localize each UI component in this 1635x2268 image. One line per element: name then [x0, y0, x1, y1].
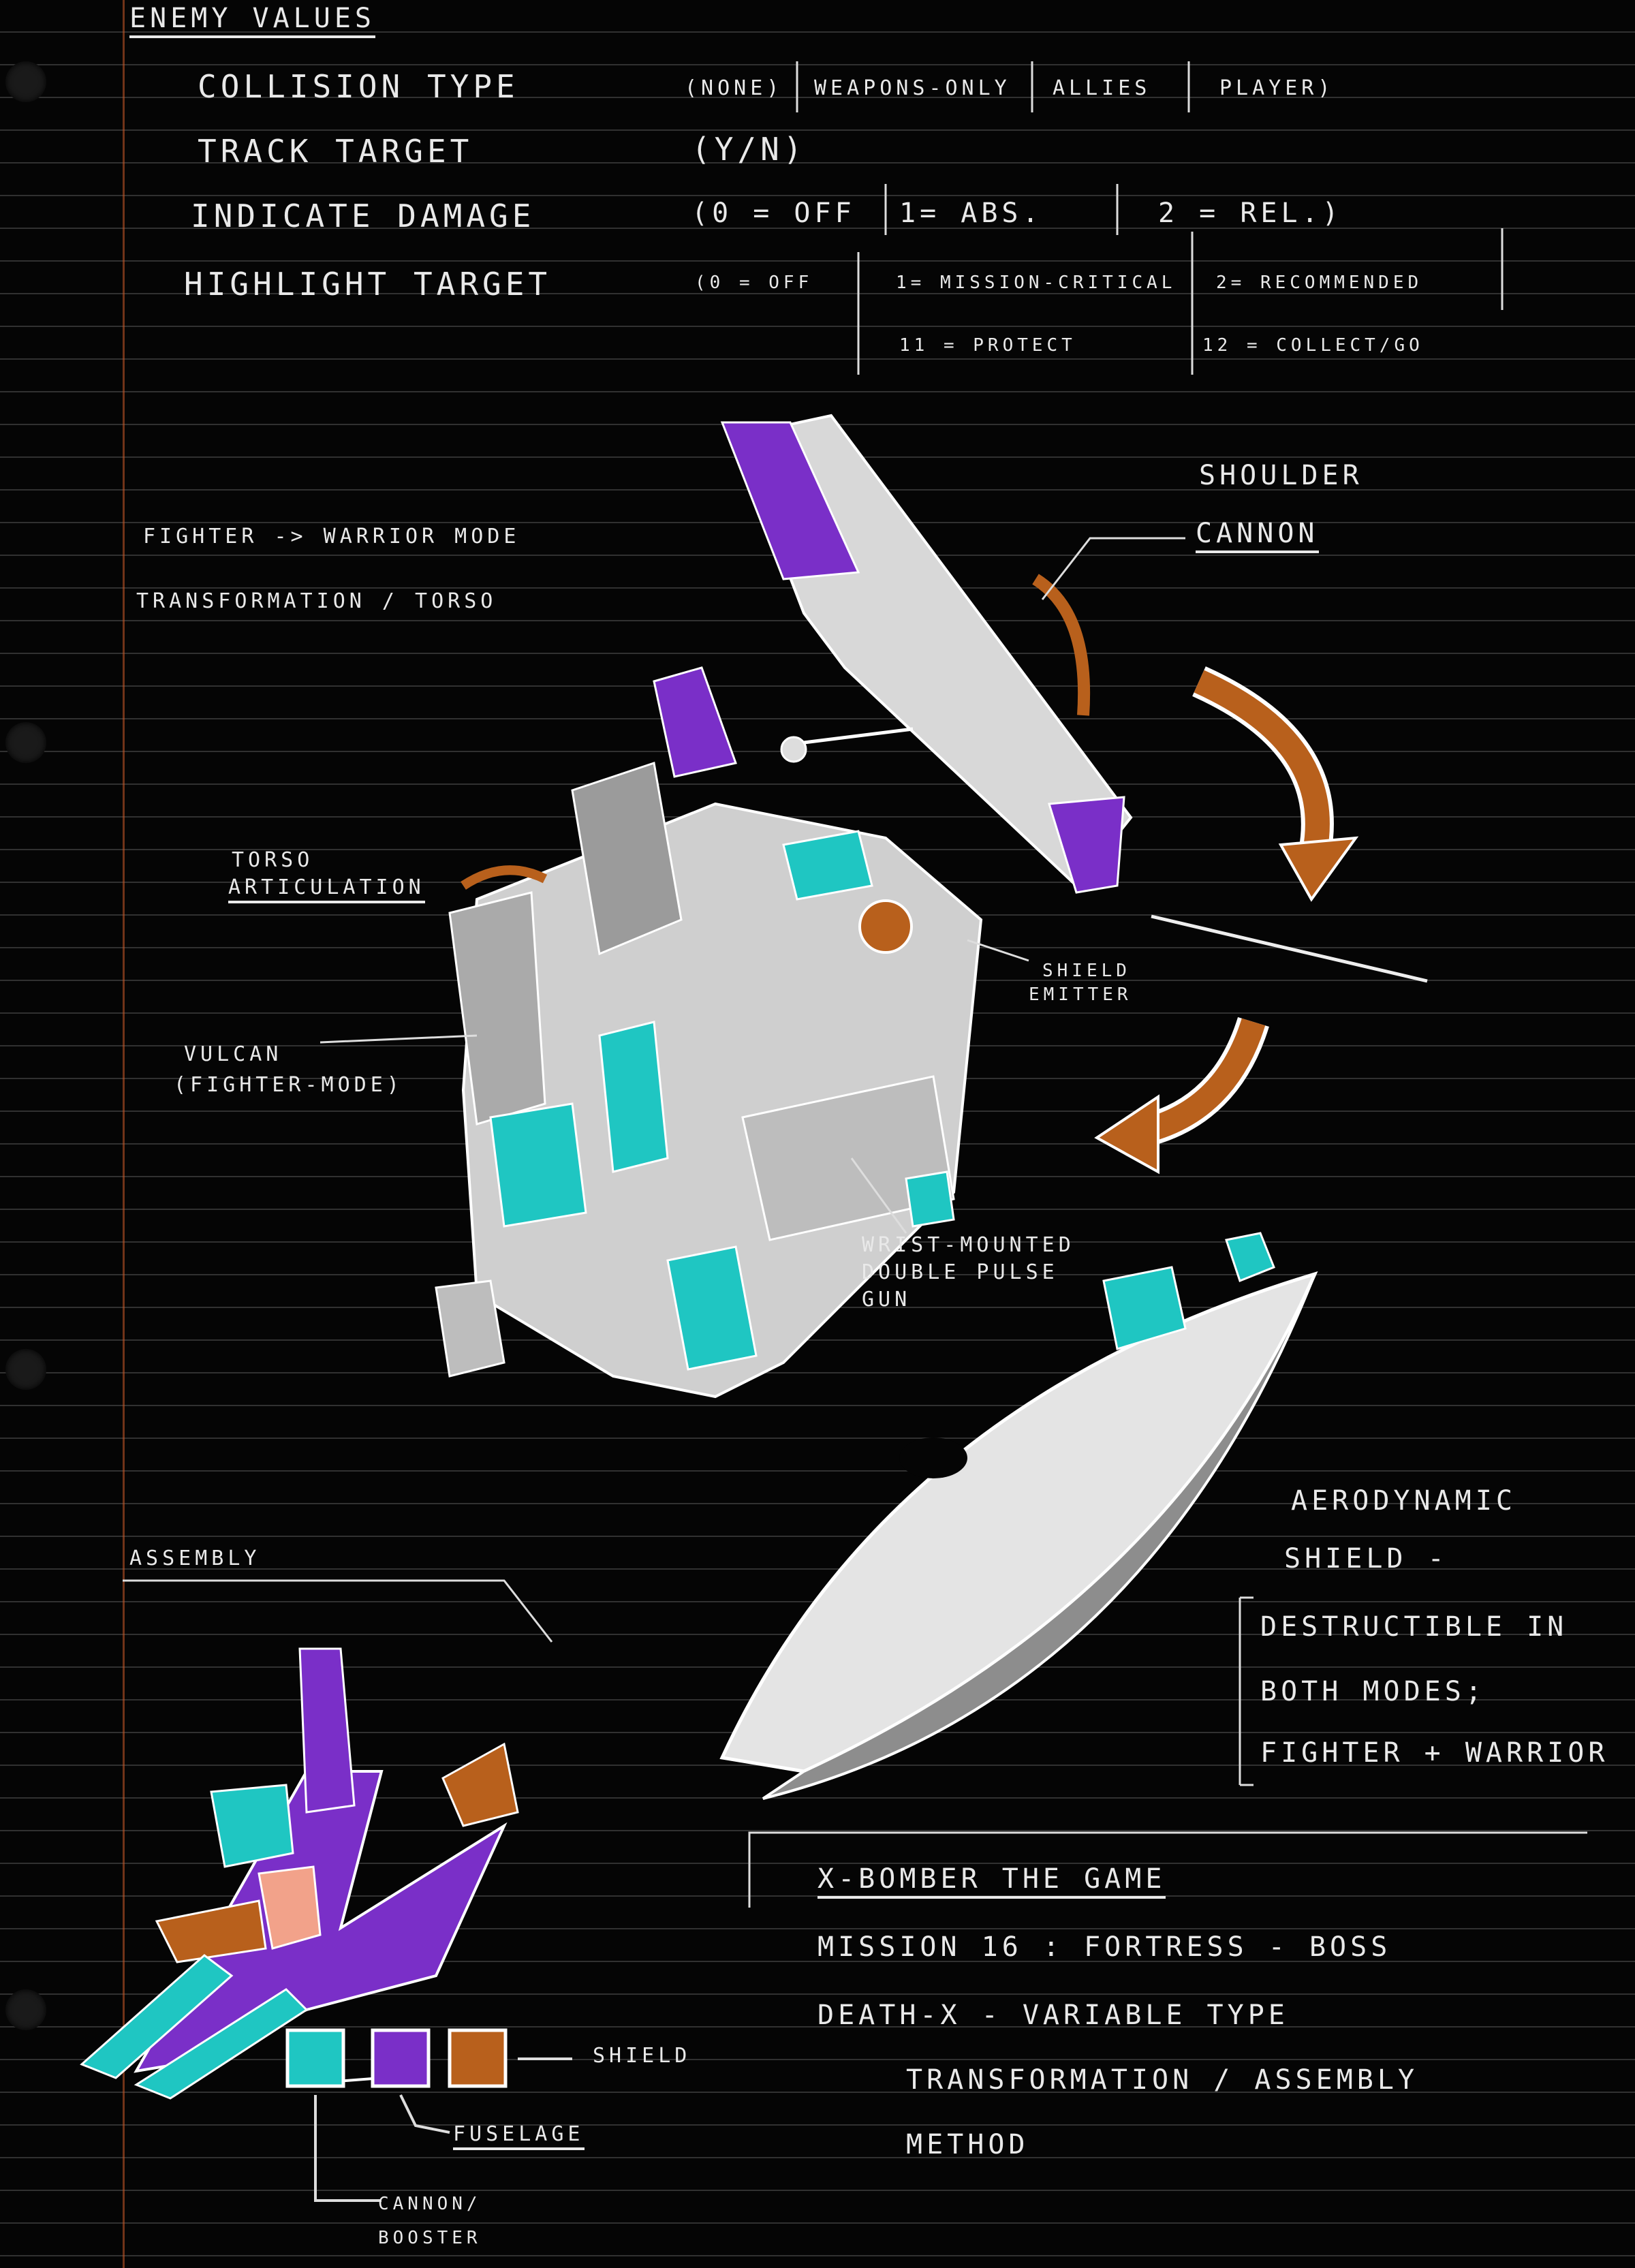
title-block-title: X-BOMBER THE GAME — [818, 1863, 1166, 1899]
assembly-label: ASSEMBLY — [129, 1547, 261, 1570]
title-block-line4: METHOD — [906, 2129, 1029, 2160]
transform-arrow-lower — [1094, 1016, 1269, 1175]
legend-swatch-shield — [285, 2028, 345, 2088]
warrior-mode-robot-drawing — [435, 666, 983, 1399]
highlight-option-mission-critical: 1= MISSION-CRITICAL — [896, 273, 1177, 293]
cannon-label-line2: CANNON — [1196, 518, 1319, 553]
damage-option-off: (0 = OFF — [691, 198, 856, 229]
vulcan-mode-label: (FIGHTER-MODE) — [174, 1073, 403, 1097]
highlight-target-label: HIGHLIGHT TARGET — [184, 266, 552, 302]
collision-option-none: (NONE) — [685, 76, 783, 100]
torso-label: TORSO — [232, 848, 314, 872]
binder-hole — [5, 1349, 46, 1390]
shield-emitter-label-line2: EMITTER — [1029, 984, 1132, 1005]
enemy-values-heading: ENEMY VALUES — [129, 3, 375, 38]
wrist-gun-label-line3: GUN — [862, 1288, 912, 1311]
aero-shield-label-line3: DESTRUCTIBLE IN — [1260, 1611, 1568, 1643]
damage-option-abs: 1= ABS. — [899, 198, 1043, 229]
shield-emitter-label-line1: SHIELD — [1042, 961, 1131, 981]
articulation-label: ARTICULATION — [228, 875, 425, 903]
legend-swatch-fuselage — [371, 2028, 431, 2088]
wrist-gun-label-line2: DOUBLE PULSE — [862, 1260, 1059, 1284]
transform-arrow-upper — [1192, 666, 1359, 902]
title-block-line1: MISSION 16 : FORTRESS - BOSS — [818, 1931, 1392, 1963]
binder-hole — [5, 722, 46, 763]
track-target-option: (Y/N) — [691, 131, 807, 168]
aero-shield-label-line4: BOTH MODES; — [1260, 1676, 1486, 1707]
legend-label-cannon-booster: CANNON/ BOOSTER — [378, 2194, 482, 2248]
wrist-gun-label-line1: WRIST-MOUNTED — [862, 1233, 1075, 1257]
damage-option-rel: 2 = REL.) — [1158, 198, 1343, 229]
track-target-label: TRACK TARGET — [198, 133, 473, 170]
aero-shield-label-line2: SHIELD - — [1284, 1543, 1448, 1574]
leader-lines — [123, 537, 1587, 1908]
legend-label-fuselage: FUSELAGE — [453, 2122, 585, 2150]
divider-stroke — [1151, 914, 1428, 983]
collision-type-label: COLLISION TYPE — [198, 68, 519, 105]
table-dividers — [796, 61, 1504, 375]
shoulder-cannon-drawing — [720, 414, 1133, 894]
margin-line — [123, 0, 125, 2268]
title-block-line2: DEATH-X - VARIABLE TYPE — [818, 2000, 1289, 2031]
highlight-option-protect: 11 = PROTECT — [899, 335, 1076, 356]
aero-shield-label-line5: FIGHTER + WARRIOR — [1260, 1737, 1609, 1769]
indicate-damage-label: INDICATE DAMAGE — [191, 198, 535, 234]
color-legend — [285, 2028, 572, 2202]
collision-option-weapons: WEAPONS-ONLY — [814, 76, 1011, 100]
binder-hole — [5, 61, 46, 102]
collision-option-player: PLAYER) — [1219, 76, 1335, 100]
transformation-title-line1: FIGHTER -> WARRIOR MODE — [143, 525, 520, 548]
transformation-title-line2: TRANSFORMATION / TORSO — [136, 589, 497, 613]
aero-shield-label-line1: AERODYNAMIC — [1291, 1485, 1516, 1517]
shoulder-label-line1: SHOULDER — [1199, 460, 1363, 491]
highlight-option-off: (0 = OFF — [695, 273, 813, 293]
title-block-line3: TRANSFORMATION / ASSEMBLY — [906, 2064, 1419, 2096]
legend-swatch-cannon-booster — [448, 2028, 508, 2088]
assembled-fighter-drawing — [80, 1647, 519, 2100]
legend-label-shield: SHIELD — [593, 2044, 691, 2068]
highlight-option-recommended: 2= RECOMMENDED — [1216, 273, 1423, 293]
highlight-option-collect: 12 = COLLECT/GO — [1202, 335, 1424, 356]
collision-option-allies: ALLIES — [1053, 76, 1151, 100]
binder-hole — [5, 1989, 46, 2030]
vulcan-label: VULCAN — [184, 1042, 283, 1066]
aerodynamic-shield-drawing — [719, 1232, 1318, 1800]
